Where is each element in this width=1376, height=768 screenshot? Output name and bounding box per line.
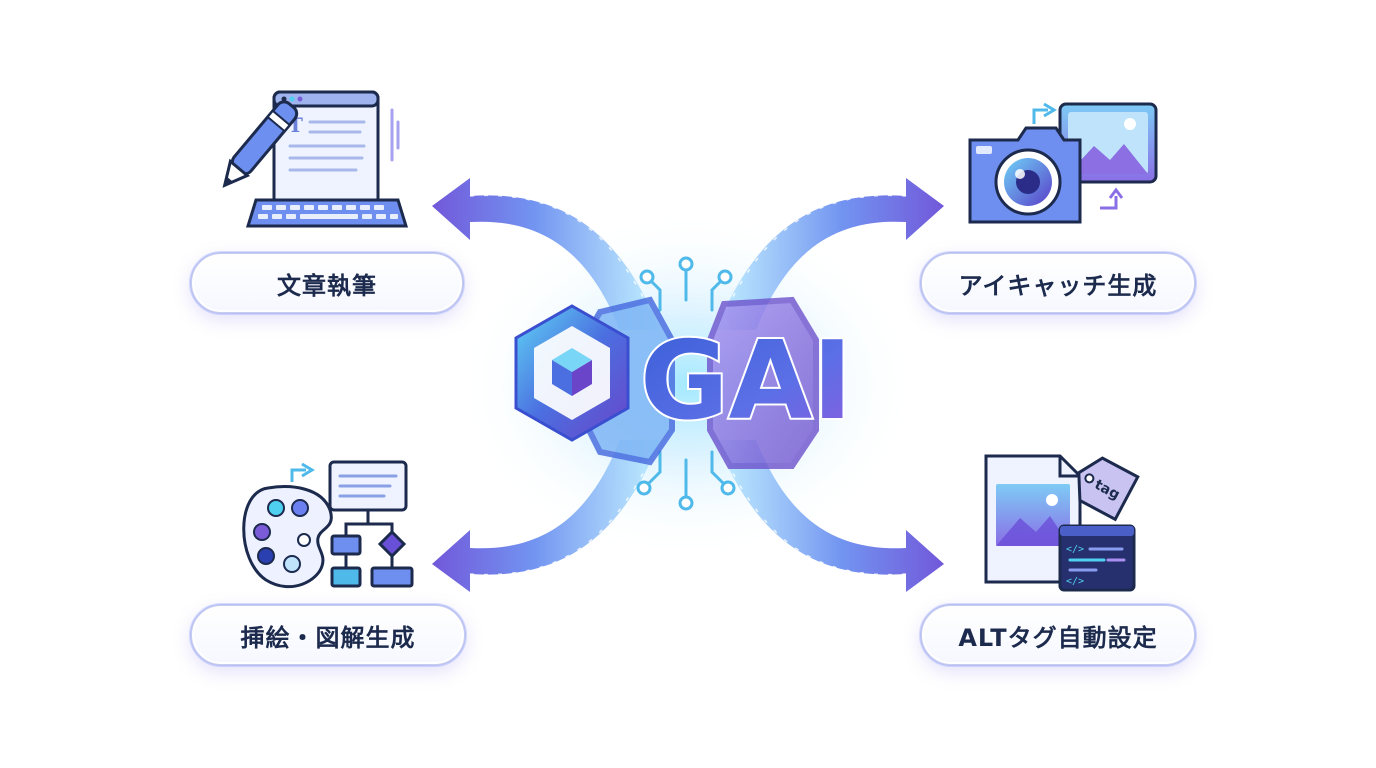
feature-writing: 文章執筆 xyxy=(189,251,465,315)
feature-eyecatch-label: アイキャッチ生成 xyxy=(958,271,1158,300)
arrow-to-alt xyxy=(716,440,944,592)
center-glow xyxy=(458,210,918,560)
circuit-traces xyxy=(646,266,726,500)
feature-writing-label: 文章執筆 xyxy=(277,271,377,300)
logo-text: GAI xyxy=(640,319,852,444)
code-tag-close: </> xyxy=(1066,576,1084,587)
hexagon-cube-icon xyxy=(514,304,630,442)
camera-image-icon xyxy=(968,102,1158,224)
feature-illustration: 挿絵・図解生成 xyxy=(189,603,467,667)
feature-alt-tag: ALTタグ自動設定 xyxy=(919,603,1197,667)
document-pen-keyboard-icon: T xyxy=(222,90,409,228)
feature-eyecatch: アイキャッチ生成 xyxy=(919,251,1197,315)
image-tag-code-icon: tag </> </> xyxy=(984,454,1140,592)
back-hexagon-right xyxy=(707,296,819,469)
arrow-to-eyecatch xyxy=(716,178,944,330)
arrow-to-writing xyxy=(432,178,660,330)
feature-alt-tag-label: ALTタグ自動設定 xyxy=(958,623,1158,652)
code-tag-open: </> xyxy=(1066,544,1084,555)
arrow-to-illust xyxy=(432,440,660,592)
palette-flowchart-icon xyxy=(242,460,414,589)
feature-illustration-label: 挿絵・図解生成 xyxy=(240,623,416,652)
circuit-nodes xyxy=(636,256,736,511)
